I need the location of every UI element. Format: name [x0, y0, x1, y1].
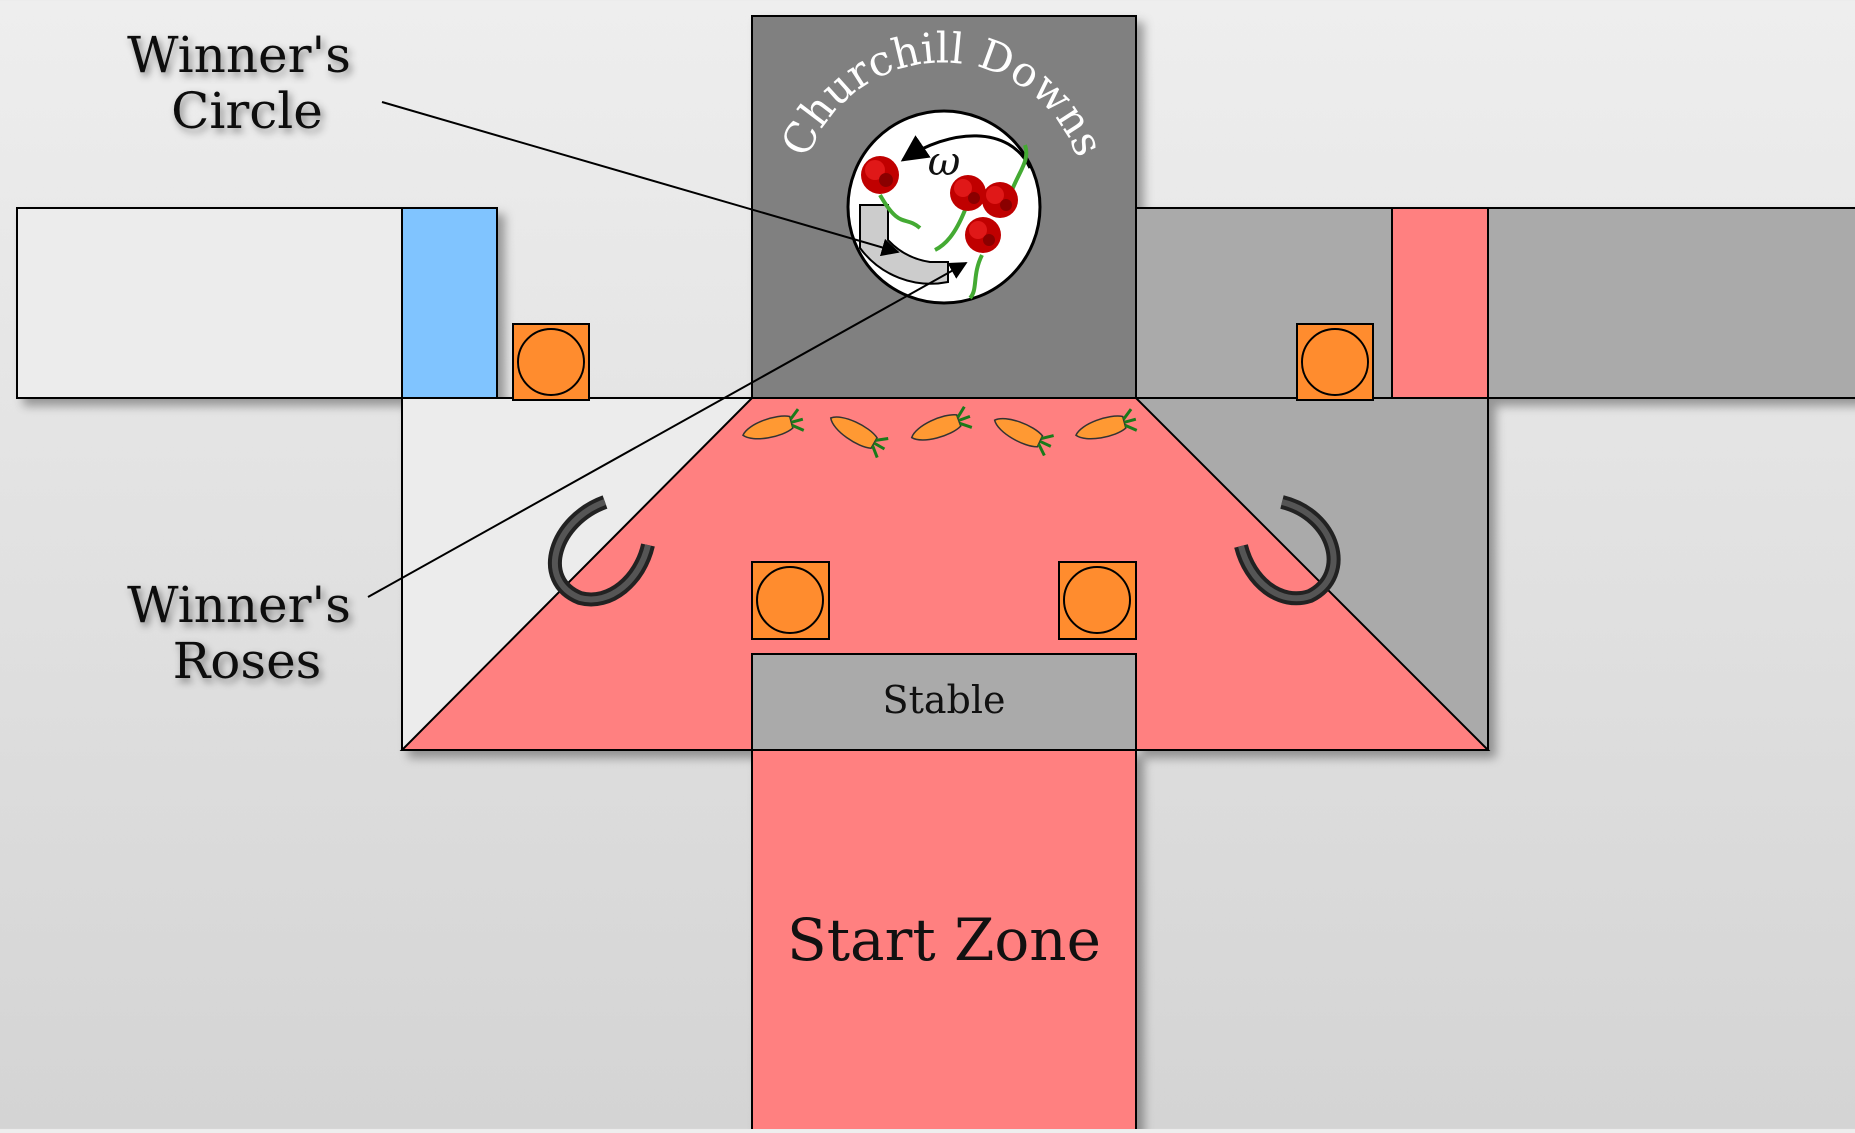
winners-circle-pointer	[381, 101, 900, 257]
right-corridor	[1135, 207, 1855, 399]
blue-door	[401, 207, 498, 399]
start-zone-label: Start Zone	[787, 906, 1101, 974]
orange-button-icon	[512, 323, 590, 401]
orange-button-icon	[751, 561, 830, 640]
orange-button-icon	[1058, 561, 1137, 640]
rose-icon	[982, 144, 1029, 218]
omega-symbol: ω	[928, 139, 961, 185]
winners-circle-label: Winner's Circle	[127, 26, 367, 140]
rotation-arrow-icon	[900, 134, 1032, 169]
rose-icon	[965, 217, 1001, 300]
carrot-icon	[910, 405, 973, 441]
carrot-icon	[993, 417, 1055, 457]
stable-label: Stable	[883, 678, 1006, 722]
winners-roses-pointer	[367, 262, 968, 598]
red-door	[1391, 207, 1489, 399]
winners-roses-label: Winner's Roses	[127, 576, 367, 690]
stable-block	[751, 653, 1137, 751]
rose-icon	[934, 175, 986, 252]
horseshoe-icon	[551, 499, 651, 603]
carrot-icon	[1075, 408, 1138, 440]
carrot-icon	[742, 408, 805, 440]
rose-icon	[861, 156, 922, 230]
callout-labels: Winner's Circle Winner's Roses	[127, 26, 367, 690]
carrot-icon	[829, 416, 889, 459]
orange-button-icon	[1296, 323, 1374, 401]
start-zone	[751, 749, 1137, 1133]
horseshoe-icon	[1238, 499, 1337, 602]
